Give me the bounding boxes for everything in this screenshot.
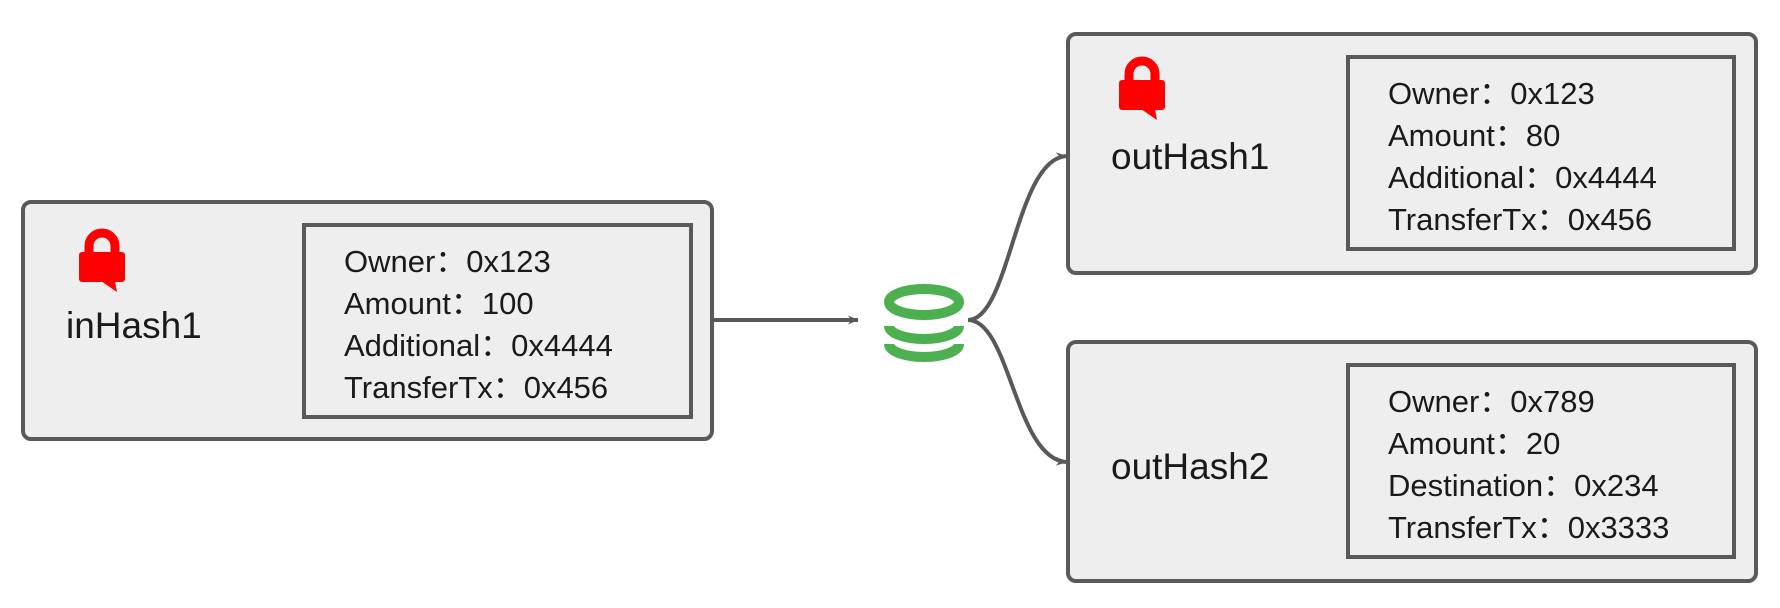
coins-to-output1-arrow	[967, 152, 1068, 322]
destination-field: Destination：0x234	[1388, 468, 1659, 503]
node-title: outHash2	[1111, 446, 1270, 487]
transfer-tx-field: TransferTx：0x3333	[1388, 510, 1670, 545]
input-node[interactable]: inHash1 Owner：0x123 Amount：100 Additiona…	[21, 200, 714, 441]
owner-field: Owner：0x123	[1388, 76, 1595, 111]
additional-field: Additional：0x4444	[1388, 160, 1657, 195]
amount-field: Amount：100	[344, 286, 534, 321]
details-panel: Owner：0x789 Amount：20 Destination：0x234 …	[1346, 363, 1736, 559]
amount-field: Amount：80	[1388, 118, 1561, 153]
lock-icon	[1119, 56, 1165, 120]
additional-field: Additional：0x4444	[344, 328, 613, 363]
coin-stack-icon	[884, 284, 964, 362]
output-node-2[interactable]: outHash2 Owner：0x789 Amount：20 Destinati…	[1066, 340, 1758, 583]
transfer-tx-field: TransferTx：0x456	[344, 370, 609, 405]
owner-field: Owner：0x789	[1388, 384, 1595, 419]
node-title: inHash1	[66, 305, 202, 346]
transfer-tx-field: TransferTx：0x456	[1388, 202, 1653, 237]
lock-icon	[79, 228, 125, 292]
details-panel: Owner：0x123 Amount：80 Additional：0x4444 …	[1346, 55, 1736, 251]
node-title: outHash1	[1111, 136, 1270, 177]
amount-field: Amount：20	[1388, 426, 1561, 461]
details-panel: Owner：0x123 Amount：100 Additional：0x4444…	[302, 223, 693, 419]
owner-field: Owner：0x123	[344, 244, 551, 279]
output-node-1[interactable]: outHash1 Owner：0x123 Amount：80 Additiona…	[1066, 32, 1758, 275]
coins-to-output2-arrow	[967, 318, 1068, 466]
